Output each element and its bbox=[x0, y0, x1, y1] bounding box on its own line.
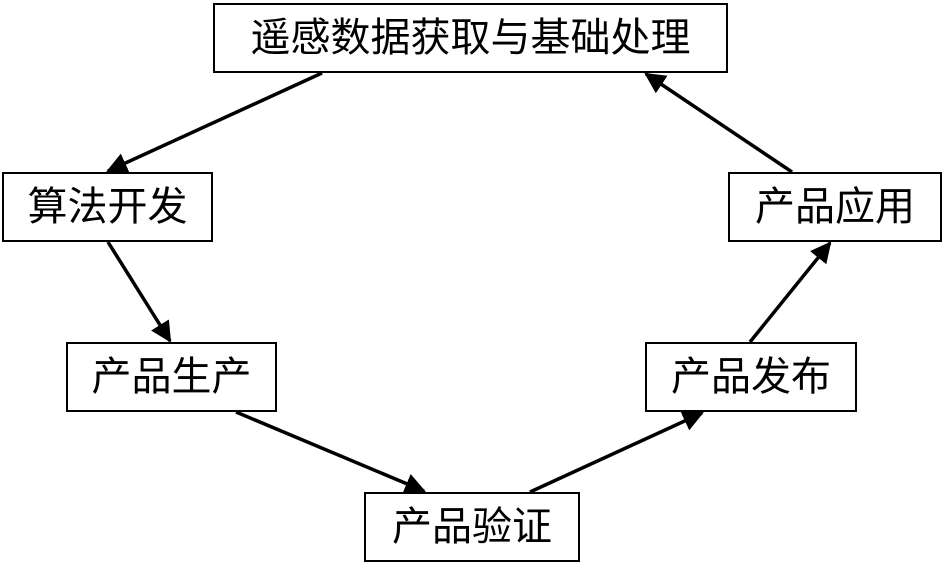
node-product-verification: 产品验证 bbox=[364, 492, 580, 562]
node-label: 产品生产 bbox=[91, 354, 252, 400]
arrow-verification-to-release bbox=[529, 411, 704, 494]
arrow-algorithm-to-production bbox=[106, 241, 172, 343]
arrow-release-to-application bbox=[748, 241, 832, 344]
node-algorithm-development: 算法开发 bbox=[2, 172, 213, 242]
node-product-application: 产品应用 bbox=[728, 172, 942, 242]
arrow-application-to-acquire bbox=[644, 72, 793, 174]
node-label: 算法开发 bbox=[27, 184, 188, 230]
node-label: 产品验证 bbox=[392, 504, 552, 550]
node-label: 遥感数据获取与基础处理 bbox=[250, 15, 691, 61]
arrow-acquire-to-algorithm bbox=[106, 71, 323, 173]
node-product-release: 产品发布 bbox=[645, 342, 857, 412]
node-label: 产品发布 bbox=[671, 354, 831, 400]
node-label: 产品应用 bbox=[755, 184, 915, 230]
node-data-acquisition: 遥感数据获取与基础处理 bbox=[213, 3, 728, 73]
arrow-production-to-verification bbox=[235, 410, 426, 494]
node-product-production: 产品生产 bbox=[66, 342, 277, 412]
